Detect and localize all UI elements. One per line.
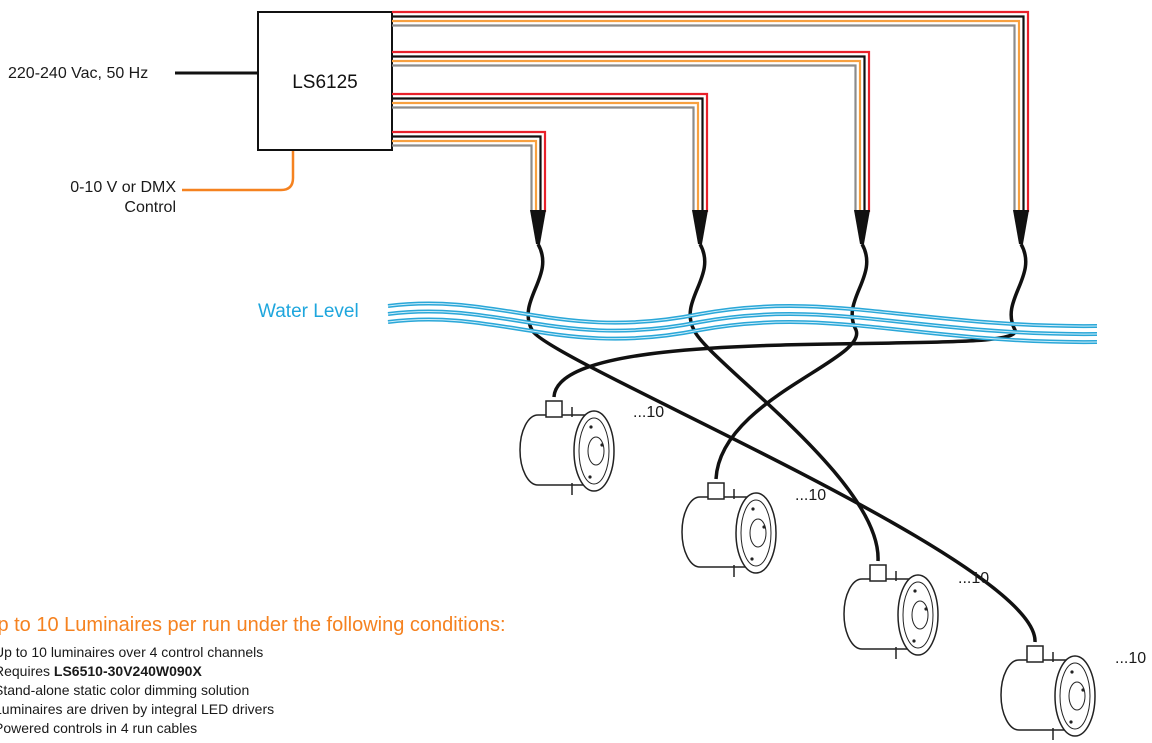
luminaire-icon — [681, 482, 777, 577]
notes-title: Up to 10 Luminaires per run under the fo… — [0, 614, 506, 636]
cable-wire — [392, 139, 538, 212]
notes-section: Up to 10 Luminaires per run under the fo… — [0, 613, 720, 738]
luminaire-count-3: ...10 — [958, 570, 990, 587]
cable-wire — [392, 10, 1030, 212]
cable-wire — [392, 106, 695, 212]
water-level-lines — [387, 301, 1098, 345]
cable-stub — [854, 210, 870, 244]
cable-wire — [392, 50, 871, 212]
cable-wire — [392, 135, 542, 212]
cable-wire — [392, 64, 857, 212]
drop-cable — [526, 243, 1037, 643]
control-wire — [182, 150, 295, 192]
luminaire-drop-cables — [526, 210, 1037, 643]
cable-wire — [392, 55, 866, 212]
control-label-line1: 0-10 V or DMX — [70, 179, 176, 196]
cable-wire — [392, 59, 862, 212]
notes-item-part-number: LS6510-30V240W090X — [53, 663, 202, 679]
cable-wire — [392, 144, 533, 212]
notes-item: Up to 10 luminaires over 4 control chann… — [0, 644, 264, 660]
cable-wire — [392, 97, 704, 212]
notes-item: Requires LS6510-30V240W090X — [0, 662, 720, 681]
notes-item-prefix: Requires — [0, 663, 51, 679]
luminaire-count-2: ...10 — [795, 487, 827, 504]
water-level-label: Water Level — [258, 301, 359, 322]
cable-stub — [530, 210, 546, 244]
notes-item: Stand-alone static color dimming solutio… — [0, 682, 250, 698]
cable-bundles — [392, 10, 1030, 212]
luminaires — [519, 400, 1096, 740]
drop-cable — [688, 243, 880, 562]
notes-item: Powered controls in 4 run cables — [0, 720, 198, 736]
cable-wire — [392, 19, 1021, 212]
drop-cable — [552, 243, 1028, 398]
cable-wire — [392, 92, 709, 212]
control-label-line2: Control — [124, 199, 176, 216]
control-label: 0-10 V or DMX Control — [52, 178, 176, 218]
power-input-label: 220-240 Vac, 50 Hz — [8, 65, 149, 82]
luminaire-icon — [1000, 645, 1096, 740]
luminaire-icon — [519, 400, 615, 495]
luminaire-count-4: ...10 — [1115, 650, 1147, 667]
controller-label: LS6125 — [292, 72, 358, 93]
cable-wire — [392, 15, 1025, 212]
cable-wire — [392, 24, 1016, 212]
notes-list: Up to 10 luminaires over 4 control chann… — [0, 643, 720, 738]
cable-stub — [692, 210, 708, 244]
controller-box — [257, 11, 393, 151]
luminaire-icon — [843, 564, 939, 659]
notes-item: Luminaires are driven by integral LED dr… — [0, 701, 275, 717]
cable-wire — [392, 101, 700, 212]
drop-cable — [714, 243, 869, 480]
cable-wire — [392, 130, 547, 212]
cable-stub — [1013, 210, 1029, 244]
luminaire-count-1: ...10 — [633, 404, 665, 421]
